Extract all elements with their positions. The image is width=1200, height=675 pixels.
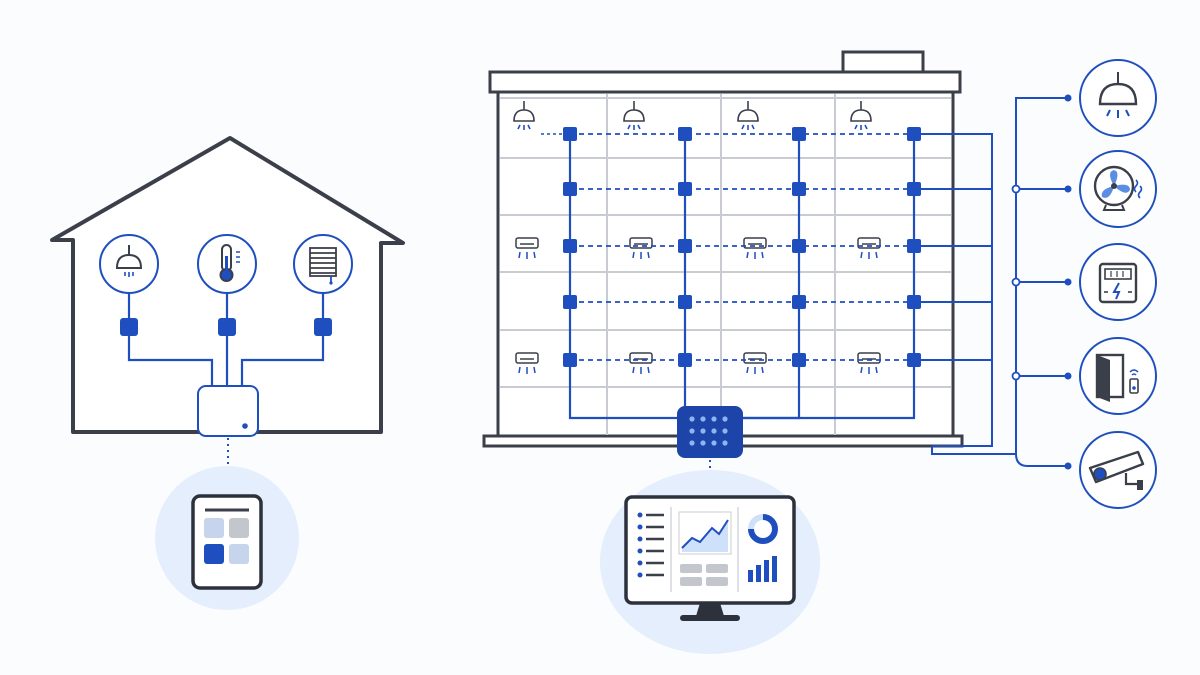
lamp-icon — [737, 101, 759, 130]
building — [482, 50, 964, 448]
external-access-control-device[interactable] — [1079, 337, 1157, 415]
dashboard-line-chart — [678, 511, 732, 555]
lamp-icon — [115, 245, 143, 277]
air-conditioner-icon — [629, 237, 653, 259]
house-blinds-device — [293, 234, 353, 294]
building-controller[interactable] — [677, 406, 743, 458]
air-conditioner-icon — [857, 352, 881, 374]
building-bus-lines — [570, 133, 914, 361]
house-connectors — [120, 318, 332, 336]
external-surveillance-device[interactable] — [1079, 431, 1157, 509]
electric-meter-icon — [1098, 262, 1138, 304]
air-conditioner-icon — [743, 352, 767, 374]
external-lighting-device[interactable] — [1079, 59, 1157, 137]
dashboard-cards — [680, 564, 728, 586]
external-ventilation-device[interactable] — [1079, 150, 1157, 228]
workstation-monitor[interactable] — [600, 470, 820, 654]
lamp-icon — [850, 101, 872, 130]
air-conditioner-icon — [515, 237, 539, 259]
dashboard-donut-chart — [748, 514, 778, 544]
air-conditioner-icon — [857, 237, 881, 259]
door-access-icon — [1095, 353, 1139, 402]
external-bus-joints — [1011, 94, 1072, 470]
building-floor-grid — [500, 94, 951, 435]
lamp-icon — [513, 101, 535, 130]
house-thermostat-device — [197, 234, 257, 294]
blinds-icon — [309, 247, 337, 285]
building-feeders — [914, 133, 1016, 455]
fan-icon — [1093, 165, 1143, 211]
air-conditioner-icon — [629, 352, 653, 374]
pendant-lamp-icon — [1098, 72, 1138, 118]
lamp-icon — [623, 101, 645, 130]
thermometer-icon — [219, 244, 240, 282]
building-nodes — [563, 127, 921, 367]
security-camera-icon — [1088, 450, 1145, 490]
external-bus — [1015, 97, 1068, 467]
dashboard-bar-chart — [748, 556, 777, 582]
air-conditioner-icon — [515, 352, 539, 374]
home-hub — [197, 385, 259, 437]
building-lamp-icons — [513, 101, 872, 130]
dashboard-list — [637, 512, 664, 578]
tablet-controller[interactable] — [155, 466, 299, 610]
external-energy-meter-device[interactable] — [1079, 243, 1157, 321]
house-wiring — [127, 290, 325, 386]
house-lamp-device — [99, 234, 159, 294]
air-conditioner-icon — [743, 237, 767, 259]
